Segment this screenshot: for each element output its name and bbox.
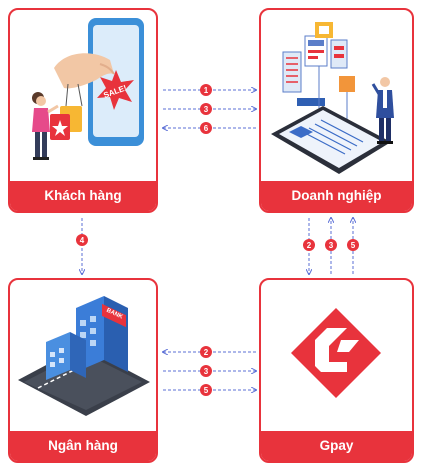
bank-building-illustration: BANK xyxy=(18,296,150,416)
step-badge xyxy=(200,103,212,115)
bank-label: Ngân hàng xyxy=(10,431,156,461)
business-label: Doanh nghiệp xyxy=(261,181,412,211)
business-card: Doanh nghiệp xyxy=(259,8,414,213)
step-badge xyxy=(200,384,212,396)
gpay-card: Gpay xyxy=(259,278,414,463)
step-number: 3 xyxy=(204,105,209,114)
step-number: 5 xyxy=(351,241,356,250)
gpay-label: Gpay xyxy=(261,431,412,461)
step-number: 3 xyxy=(329,241,334,250)
bank-card: BANK Ngân hàng xyxy=(8,278,158,463)
gpay-logo xyxy=(291,308,381,398)
step-badge xyxy=(325,239,337,251)
shopping-illustration: SALE! xyxy=(32,18,144,160)
customer-card: SALE! Khách hàng xyxy=(8,8,158,213)
step-number: 4 xyxy=(80,236,85,245)
step-badge xyxy=(200,84,212,96)
step-number: 3 xyxy=(204,367,209,376)
step-number: 6 xyxy=(204,124,209,133)
step-badge xyxy=(303,239,315,251)
step-number: 5 xyxy=(204,386,209,395)
step-badge xyxy=(200,365,212,377)
step-number: 2 xyxy=(204,348,209,357)
step-badge xyxy=(200,122,212,134)
step-number: 1 xyxy=(204,86,209,95)
customer-label: Khách hàng xyxy=(10,181,156,211)
step-number: 2 xyxy=(307,241,312,250)
step-badge xyxy=(76,234,88,246)
business-dashboard-illustration xyxy=(271,22,394,174)
step-badge xyxy=(200,346,212,358)
step-badge xyxy=(347,239,359,251)
